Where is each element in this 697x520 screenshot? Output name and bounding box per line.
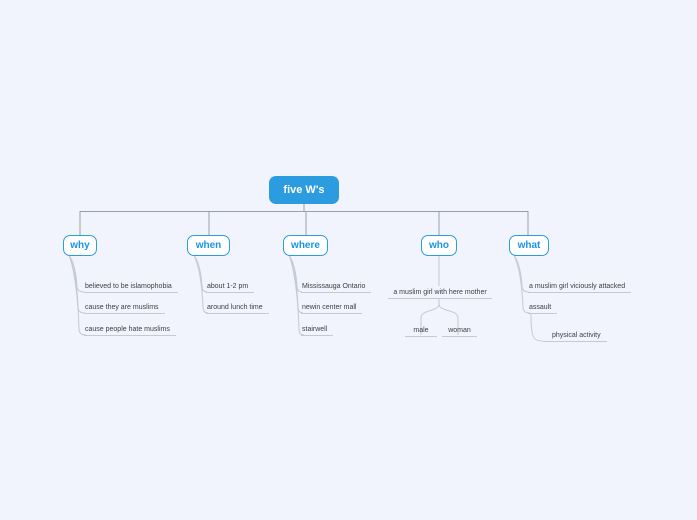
root-node[interactable]: five W's — [269, 176, 339, 204]
branch-node-what[interactable]: what — [509, 235, 549, 256]
tree-connector — [79, 204, 529, 235]
leaf-item-where-3[interactable]: stairwell — [301, 325, 334, 336]
leaf-item-who-woman[interactable]: woman — [442, 326, 477, 337]
leaf-item-who-1[interactable]: a muslim girl with here mother — [388, 288, 492, 299]
leaf-item-what-1[interactable]: a muslim girl viciously attacked — [528, 282, 632, 293]
leaf-item-where-1[interactable]: Mississauga Ontario — [301, 282, 372, 293]
leaf-item-why-1[interactable]: believed to be islamophobia — [84, 282, 178, 293]
branch-curves — [68, 254, 544, 342]
leaf-item-why-2[interactable]: cause they are muslims — [84, 303, 165, 314]
leaf-item-where-2[interactable]: newin center mall — [301, 303, 363, 314]
branch-node-when[interactable]: when — [187, 235, 230, 256]
branch-node-where[interactable]: where — [283, 235, 328, 256]
leaf-item-who-male[interactable]: male — [405, 326, 437, 337]
leaf-item-what-2[interactable]: assault — [528, 303, 558, 314]
leaf-item-why-3[interactable]: cause people hate muslims — [84, 325, 176, 336]
leaf-item-when-2[interactable]: around lunch time — [206, 303, 269, 314]
leaf-item-what-physical-activity[interactable]: physical activity — [543, 331, 607, 342]
branch-node-who[interactable]: who — [421, 235, 457, 256]
branch-node-why[interactable]: why — [63, 235, 97, 256]
leaf-item-when-1[interactable]: about 1-2 pm — [206, 282, 255, 293]
